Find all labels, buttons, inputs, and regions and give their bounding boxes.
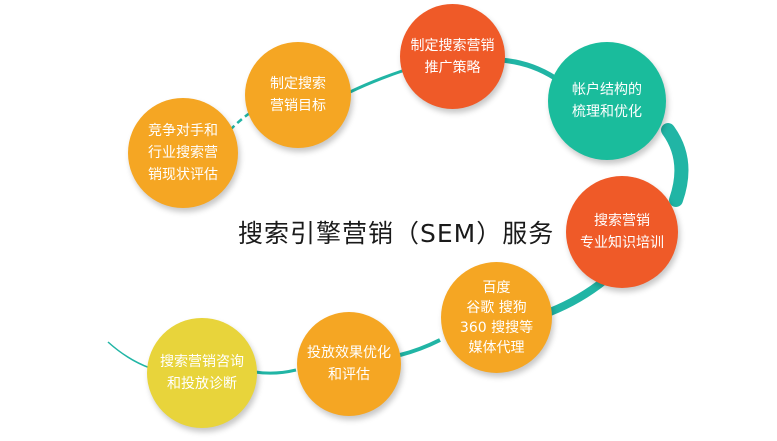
connector-training-engines (548, 276, 608, 316)
node-account-structure: 帐户结构的 梳理和优化 (548, 42, 666, 160)
connector-account-training (661, 123, 689, 207)
connector-engines-effect (399, 338, 441, 357)
diagram-title: 搜索引擎营销（SEM）服务 (238, 219, 555, 248)
node-search-engines: 百度 谷歌 搜狗 360 搜搜等 媒体代理 (441, 262, 552, 373)
node-consulting-diagnosis: 搜索营销咨询 和投放诊断 (147, 318, 257, 428)
node-marketing-goals: 制定搜索 营销目标 (245, 42, 351, 148)
node-training: 搜索营销 专业知识培训 (566, 176, 678, 288)
connector-tail (107, 341, 151, 369)
connector-strategy-account (499, 57, 557, 81)
node-effect-optimization: 投放效果优化 和评估 (297, 312, 401, 416)
node-competitor-assessment: 竞争对手和 行业搜索营 销现状评估 (128, 98, 238, 208)
connector-effect-consult (254, 368, 297, 375)
connector-goals-strategy (349, 68, 406, 94)
node-promotion-strategy: 制定搜索营销 推广策略 (400, 4, 505, 109)
